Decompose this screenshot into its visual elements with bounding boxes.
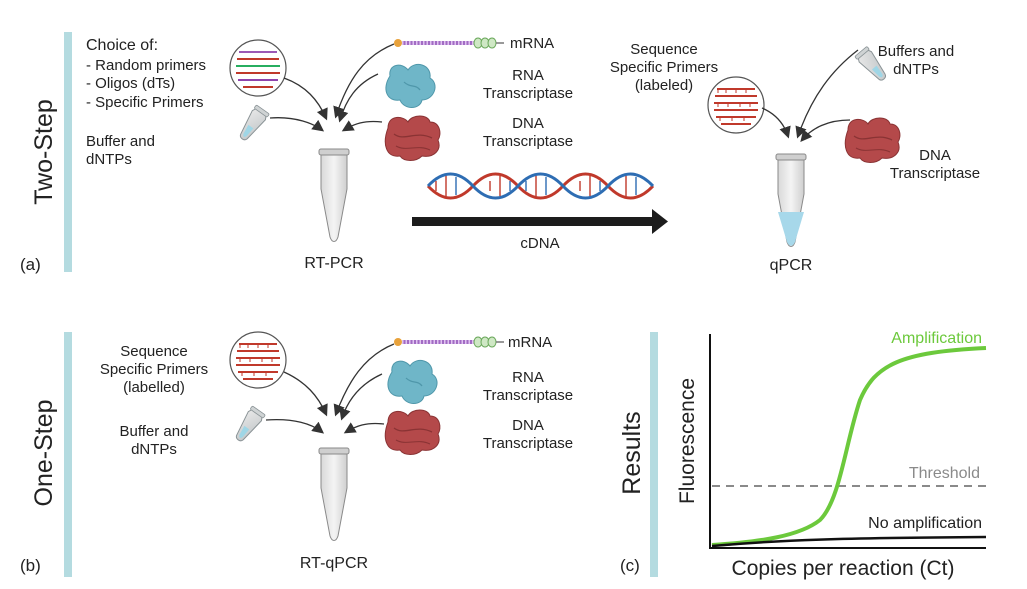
dna-t-b-label-2: Transcriptase (483, 435, 573, 452)
seq-primers-b-label-3: (labelled) (123, 379, 185, 396)
rna-transcriptase-label-2: Transcriptase (483, 85, 573, 102)
reaction-tube-icon (318, 148, 350, 242)
threshold-label: Threshold (909, 465, 980, 482)
rna-t-b-label-1: RNA (512, 369, 544, 386)
rna-transcriptase-icon (385, 63, 436, 109)
panel-c-letter: (c) (620, 556, 640, 575)
rt-qpcr-label: RT-qPCR (300, 555, 368, 572)
buffer-tube-icon (235, 104, 270, 145)
seq-primers-label-3: (labeled) (635, 77, 693, 94)
primer-circle-icon (229, 331, 287, 389)
buffer-b-label-2: dNTPs (131, 441, 177, 458)
no-amplification-curve (711, 535, 987, 548)
panel-b-letter: (b) (20, 556, 41, 575)
seq-primers-label-1: Sequence (630, 41, 698, 58)
seq-primers-b-label-1: Sequence (120, 343, 188, 360)
one-step-title: One-Step (30, 399, 58, 506)
buffers-label-1: Buffers and (878, 43, 954, 60)
qpcr-tube-icon (775, 153, 807, 247)
reaction-tube-icon (318, 447, 350, 541)
buffer-tube-icon (231, 405, 266, 446)
rna-t-b-label-2: Transcriptase (483, 387, 573, 404)
buffer-label-line1: Buffer and (86, 133, 155, 150)
dna-transcriptase-q-label-1: DNA (919, 147, 951, 164)
dna-transcriptase-label-1: DNA (512, 115, 544, 132)
panel-results: Results (c) Fluorescence Copies per reac… (618, 330, 987, 580)
primer-circle-icon (707, 76, 765, 134)
panel-a-letter: (a) (20, 255, 41, 274)
dna-transcriptase-icon (384, 115, 441, 162)
panel-c-side-bar (650, 332, 658, 577)
qpcr-label: qPCR (770, 257, 813, 274)
amplification-curve (711, 346, 987, 547)
seq-primers-label-2: Specific Primers (610, 59, 718, 76)
dna-transcriptase-icon (384, 409, 441, 456)
dna-transcriptase-label-2: Transcriptase (483, 133, 573, 150)
dna-helix-icon (426, 172, 655, 200)
cdna-arrow (412, 209, 668, 234)
choice-item-oligos: - Oligos (dTs) (86, 75, 175, 92)
primer-circle-icon (229, 39, 287, 97)
panel-two-step: Two-Step (a) Choice of: - Random primers… (20, 32, 980, 274)
x-axis-label: Copies per reaction (Ct) (732, 557, 955, 580)
buffers-label-2: dNTPs (893, 61, 939, 78)
reagent-arrows-a (269, 43, 395, 132)
two-step-title: Two-Step (30, 99, 58, 205)
reagent-arrows-q (761, 49, 859, 142)
seq-primers-b-label-2: Specific Primers (100, 361, 208, 378)
mrna-b-label: mRNA (508, 334, 552, 351)
mrna-strand-icon (392, 36, 506, 50)
mrna-strand-icon (392, 335, 506, 349)
reagent-arrows-b (265, 343, 395, 434)
amplification-label: Amplification (891, 330, 982, 347)
no-amplification-label: No amplification (868, 515, 982, 532)
cdna-label: cDNA (520, 235, 559, 252)
buffer-b-label-1: Buffer and (120, 423, 189, 440)
results-title: Results (618, 411, 646, 494)
dna-transcriptase-icon (844, 117, 901, 164)
rt-pcr-label: RT-PCR (304, 255, 363, 272)
choice-of-heading: Choice of: (86, 37, 158, 54)
dna-transcriptase-q-label-2: Transcriptase (890, 165, 980, 182)
choice-item-random-primers: - Random primers (86, 57, 206, 74)
buffer-label-line2: dNTPs (86, 151, 132, 168)
y-axis-label: Fluorescence (676, 378, 699, 504)
rna-transcriptase-icon (387, 359, 438, 405)
panel-a-side-bar (64, 32, 72, 272)
choice-item-specific-primers: - Specific Primers (86, 94, 204, 111)
panel-b-side-bar (64, 332, 72, 577)
mrna-label: mRNA (510, 35, 554, 52)
rna-transcriptase-label-1: RNA (512, 67, 544, 84)
panel-one-step: One-Step (b) Sequence Specific Primers (… (20, 331, 573, 577)
dna-t-b-label-1: DNA (512, 417, 544, 434)
